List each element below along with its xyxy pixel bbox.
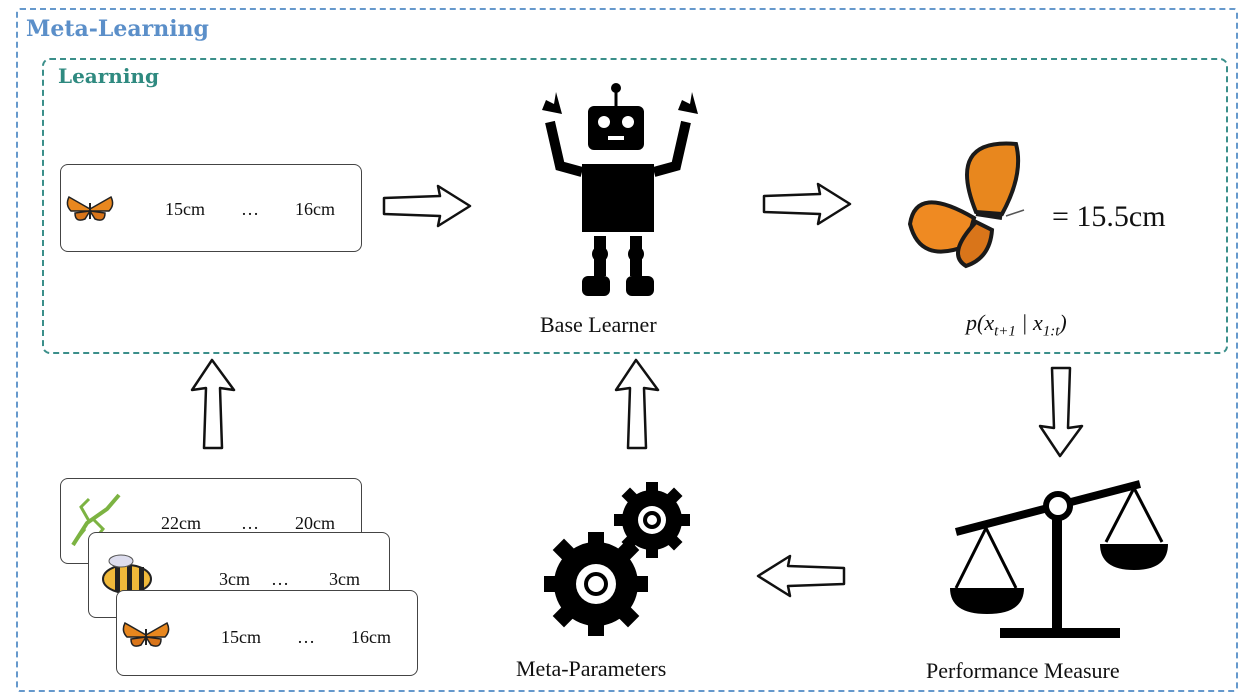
meta-card-ellipsis: … (297, 627, 315, 647)
prediction-formula: p(xt+1 | x1:t) (966, 310, 1067, 340)
meta-learning-frame (16, 8, 1238, 692)
task-ellipsis: … (241, 199, 259, 219)
scale-icon (950, 480, 1168, 638)
learning-label: Learning (58, 64, 159, 88)
task-value-first: 15cm (165, 199, 205, 219)
arrow-right-icon (382, 184, 472, 228)
meta-card-value-first: 3cm (219, 569, 250, 589)
meta-card-ellipsis: … (241, 513, 259, 533)
arrow-up-icon (190, 358, 236, 450)
task-value-last: 16cm (295, 199, 335, 219)
meta-card-value-last: 3cm (329, 569, 360, 589)
meta-card-value-first: 15cm (221, 627, 261, 647)
meta-card-ellipsis: … (271, 569, 289, 589)
arrow-left-icon (756, 554, 846, 598)
meta-learning-label: Meta-Learning (26, 16, 209, 42)
arrow-down-icon (1038, 366, 1084, 458)
meta-card-value-last: 20cm (295, 513, 335, 533)
arrow-right-icon (762, 182, 852, 226)
butterfly-icon (907, 141, 1025, 269)
meta-card-value-last: 16cm (351, 627, 391, 647)
prediction-equation: = 15.5cm (1052, 200, 1166, 233)
performance-measure-caption: Performance Measure (926, 658, 1120, 683)
arrow-up-icon (614, 358, 660, 450)
robot-icon (542, 83, 698, 296)
meta-card: 15cm … 16cm (116, 590, 418, 676)
meta-parameters-caption: Meta-Parameters (516, 656, 667, 681)
meta-card-value-first: 22cm (161, 513, 201, 533)
gears-icon (544, 482, 690, 636)
learning-frame (42, 58, 1228, 354)
butterfly-icon (122, 621, 170, 647)
butterfly-icon (66, 195, 114, 221)
task-card: 15cm … 16cm (60, 164, 362, 252)
base-learner-caption: Base Learner (540, 312, 657, 337)
